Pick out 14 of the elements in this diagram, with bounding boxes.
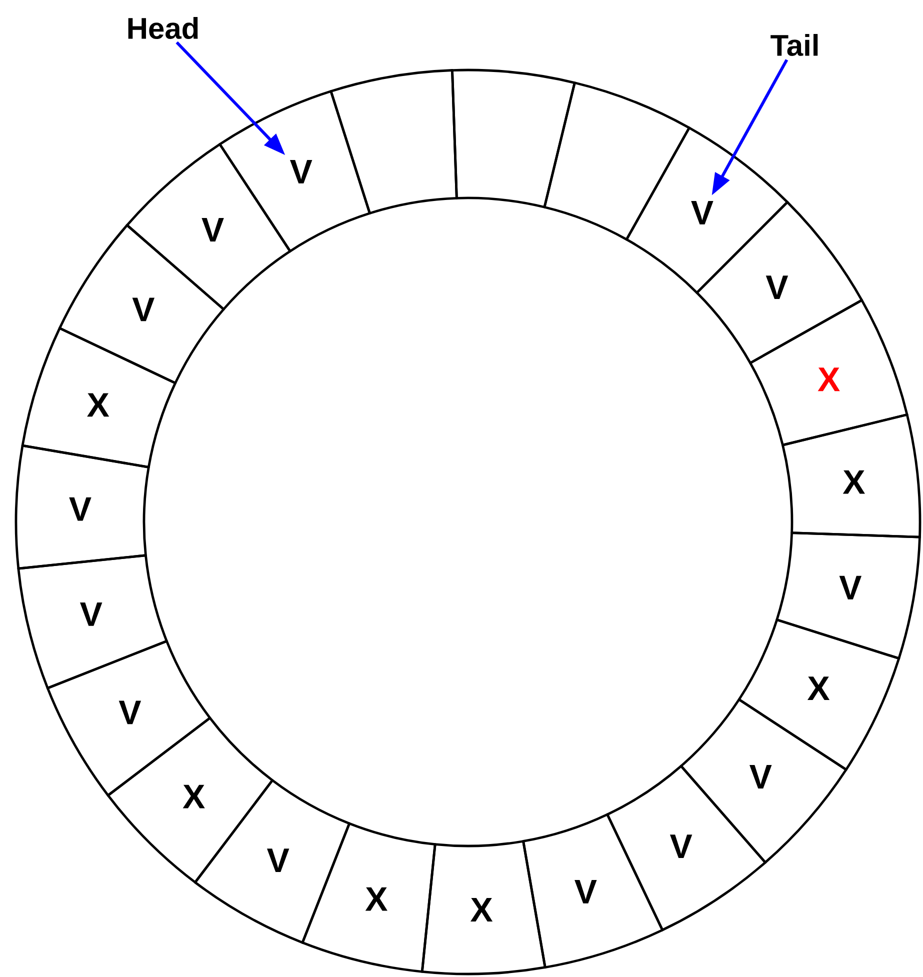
ring-slot: X (301, 822, 436, 973)
pointer-label: Tail (770, 34, 818, 56)
ring-slot: X (420, 840, 546, 976)
ring-slot: X (21, 326, 176, 468)
pointer-label: Head (128, 16, 198, 40)
ring-slot: V (776, 532, 921, 660)
empty-slot (330, 69, 458, 214)
ring-slot: X (782, 413, 922, 538)
ring-slot: V (14, 444, 150, 570)
ring-slot: V (17, 554, 168, 690)
ring-slot: V (522, 813, 664, 969)
ring-slot: X (749, 298, 908, 446)
empty-slot (451, 68, 576, 208)
empty-slot (543, 82, 690, 241)
